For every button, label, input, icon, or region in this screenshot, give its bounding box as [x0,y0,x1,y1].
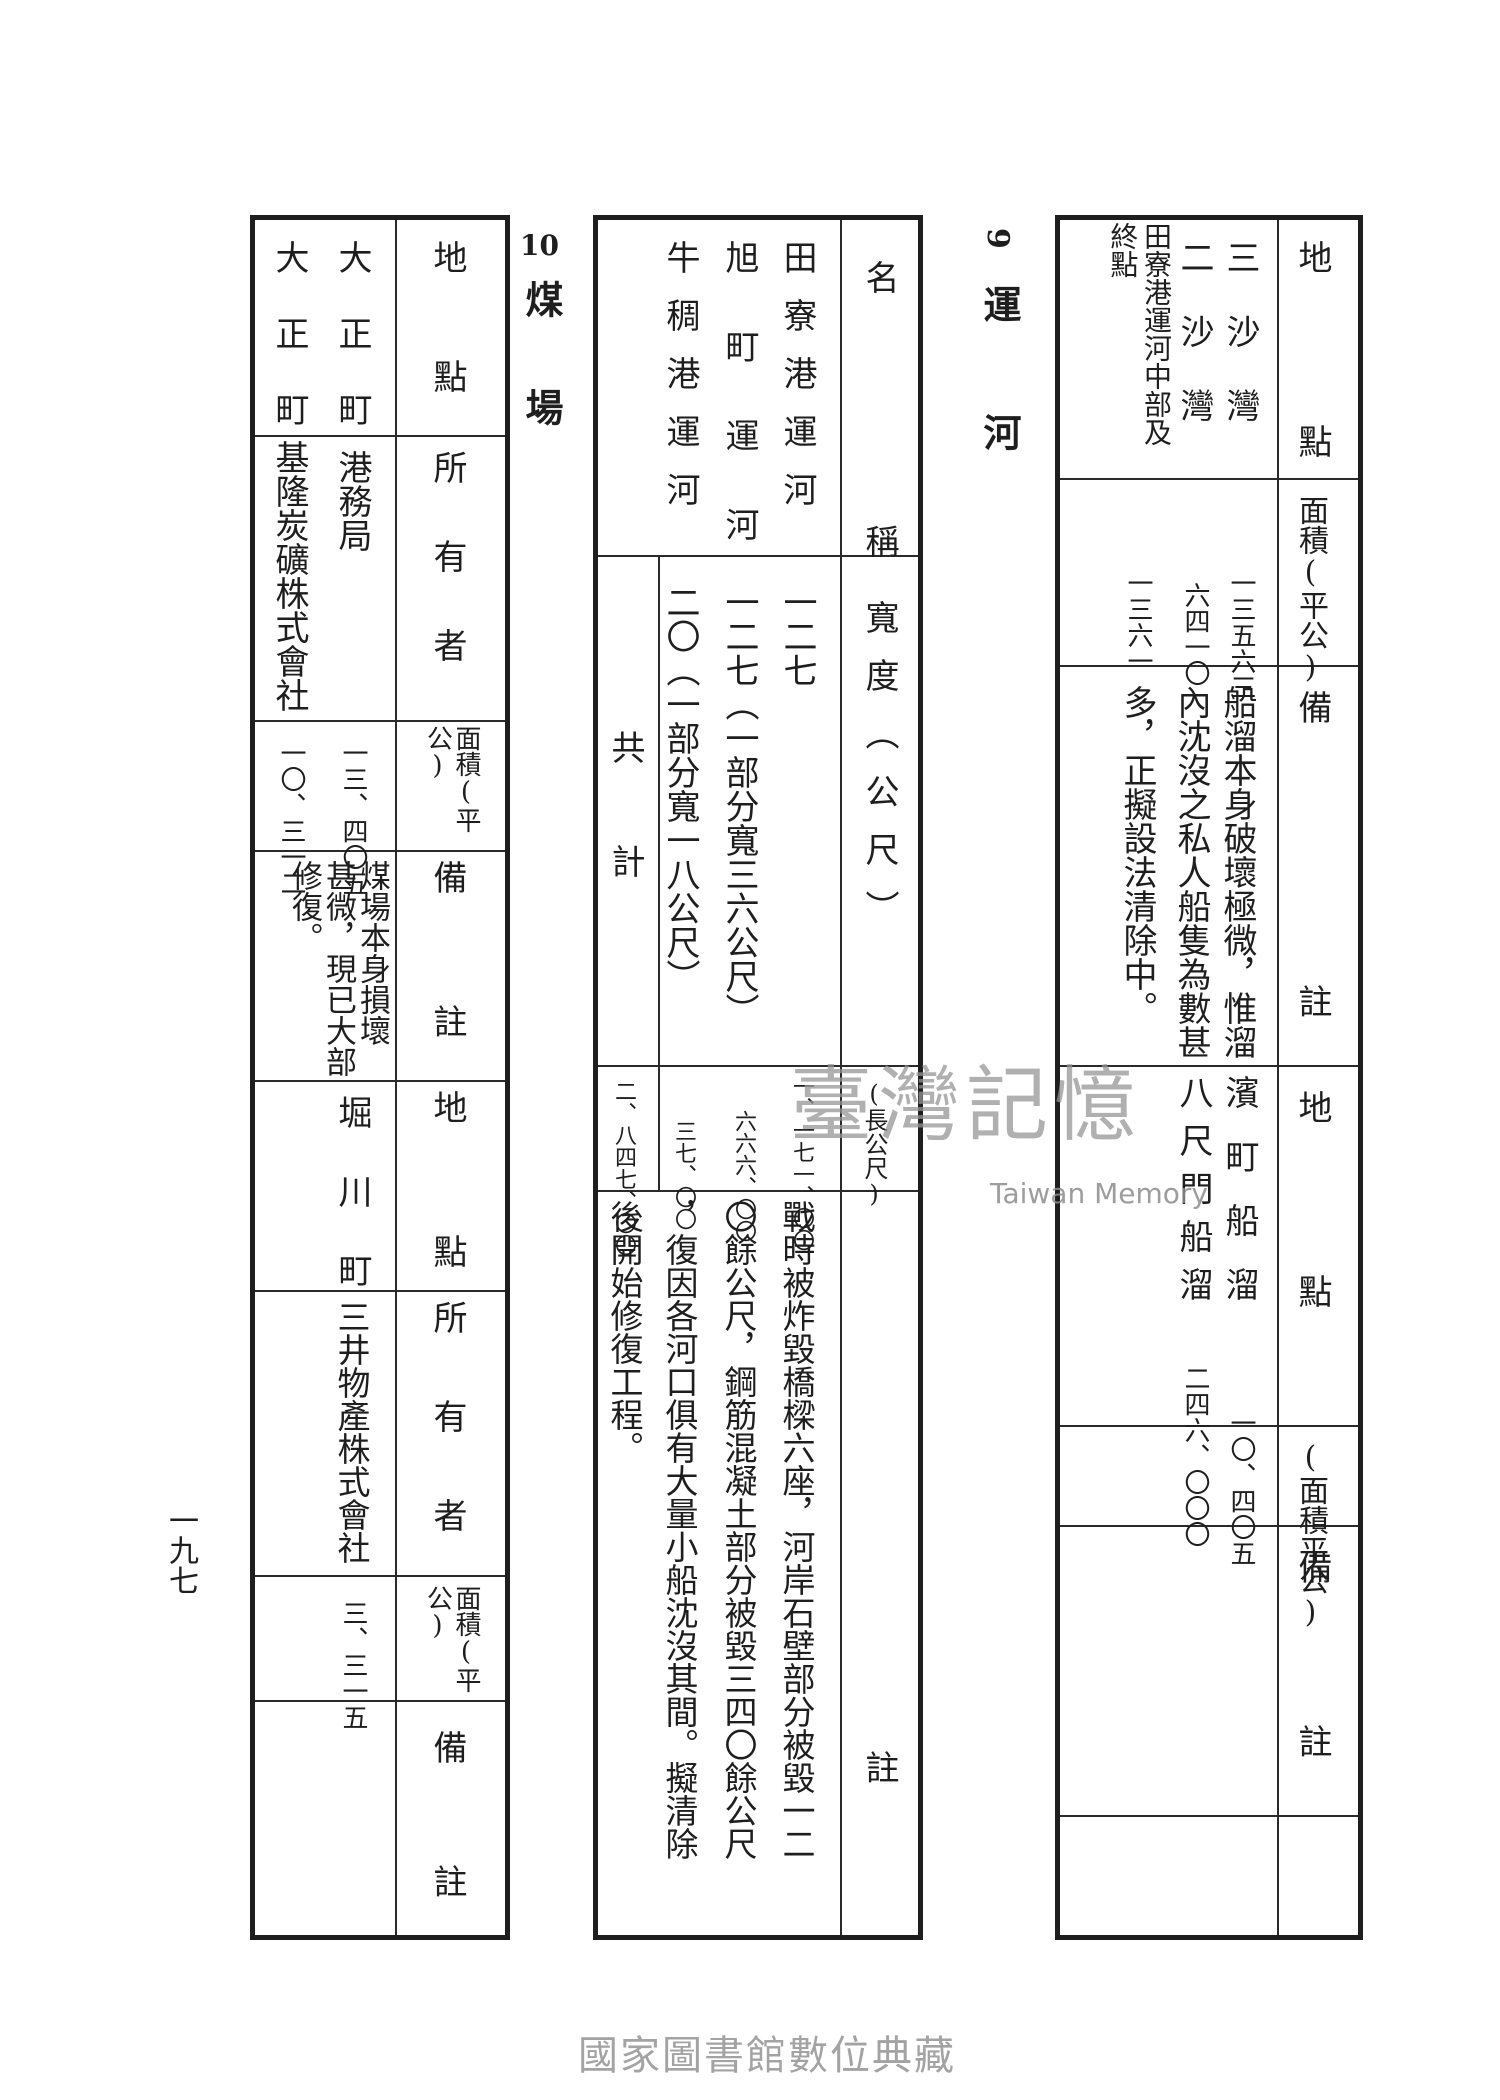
canal-length: 一、一七一、〇〇 [789,1075,814,1251]
coal-remarks-line: 甚微，現已大部 [320,860,356,1077]
canal-length: 三七、〇〇 [671,1120,696,1230]
coal-header-owner: 所有者 [427,450,467,717]
canal-total-value: 二、八四七、〇〇 [611,1080,636,1256]
header-length: (長公尺) [860,1080,888,1208]
section-10-number: 10 [520,229,559,262]
cell-area: 一三六一 [1123,570,1153,674]
coal-header-owner-2: 所有者 [427,1300,467,1597]
coal-header-remarks: 備註 [427,860,467,1148]
coal-header-remarks-2: 備註 [427,1730,467,1998]
canal-remarks-line: 後開始修復工程。 [605,1200,644,1464]
section-9-title: 運河 [977,285,1022,541]
canal-name: 田寮港運河 [777,240,817,530]
coal-area: 一三、四〇五 [338,740,368,896]
coal-header-area-2: 面積(平公) [422,1585,481,1693]
coal-location: 大正町 [332,240,372,468]
table-boat-basins [1055,215,1363,1940]
header-width: 寬度（公尺） [859,600,899,948]
header-location-2: 地點 [1292,1090,1332,1458]
header-name: 名稱 [859,260,899,788]
footer-archive-label: 國家圖書館數位典藏 [578,2033,956,2079]
header-area-2: (面積平公) [1293,1440,1328,1630]
coal-remarks-line: 修復。 [286,860,322,953]
coal-area-2: 三、三一五 [338,1600,368,1730]
cell-location: 三沙灣 [1220,240,1260,462]
canal-width: 一二七 [777,585,817,687]
canal-length: 六六六、〇〇 [731,1110,756,1242]
cell-area-2: 一〇、四〇五 [1226,1410,1256,1566]
watermark-main: 臺灣記憶 [790,1058,1143,1153]
section-9-number: 9 [980,228,1015,249]
cell-location-2: 八尺門船溜 [1173,1075,1213,1315]
header-remarks-2: 備註 [1292,1550,1332,1898]
canal-remarks-line: ，復因各河口俱有大量小船沈沒其間。擬清除 [660,1200,699,1860]
cell-location: 田寮港運河中部及終點 [1106,222,1173,446]
cell-location: 二沙灣 [1174,240,1214,462]
coal-header-area: 面積(平公) [422,725,481,833]
canal-name: 旭町運河 [719,240,759,596]
cell-location-2: 濱町船溜 [1219,1075,1259,1331]
coal-owner-2: 三井物產株式會社 [332,1300,371,1564]
header-area: 面積(平公) [1293,495,1328,685]
section-10-title: 煤場 [519,280,564,496]
cell-area: 一三五六三 [1226,570,1256,700]
header-location: 地點 [1292,240,1332,608]
table-coal-yard [250,215,510,1940]
cell-area-2: 二四六、〇〇〇 [1180,1365,1210,1547]
header-remarks: 註 [859,1750,899,1784]
cell-remarks: 船溜本身破壞極微，惟溜 [1217,685,1257,1059]
canal-total-label: 共計 [605,730,645,958]
coal-location: 大正町 [269,240,309,468]
cell-remarks: 內沈沒之私人船隻為數甚 [1171,685,1211,1059]
coal-remarks-line: 煤場本身損壞 [354,860,390,1046]
coal-header-location: 地點 [427,240,467,478]
canal-width: 二〇（一部分寬一八公尺） [660,585,700,993]
cell-area: 六四一〇 [1180,582,1210,686]
cell-remarks: 多，正擬設法清除中。 [1117,685,1157,1025]
coal-location-2: 堀川町 [332,1095,372,1332]
page-number: 一九七 [163,1505,198,1595]
canal-width: 一二七（一部分寬三六公尺） [719,585,759,1027]
coal-owner: 港務局 [332,450,372,552]
canal-remarks-line: 戰時被炸毀橋樑六座，河岸石壁部分被毀一二 [777,1200,816,1860]
canal-name: 牛稠港運河 [660,240,700,530]
header-remarks: 備註 [1292,690,1332,1278]
coal-owner: 基隆炭礦株式會社 [269,440,309,712]
watermark-sub: Taiwan Memory [990,1177,1208,1210]
table-canal [593,215,923,1940]
canal-remarks-line: 〇餘公尺，鋼筋混凝土部分被毀三四〇餘公尺 [719,1200,758,1860]
coal-header-location-2: 地點 [427,1090,467,1378]
coal-area: 一〇、三一二 [276,740,306,896]
